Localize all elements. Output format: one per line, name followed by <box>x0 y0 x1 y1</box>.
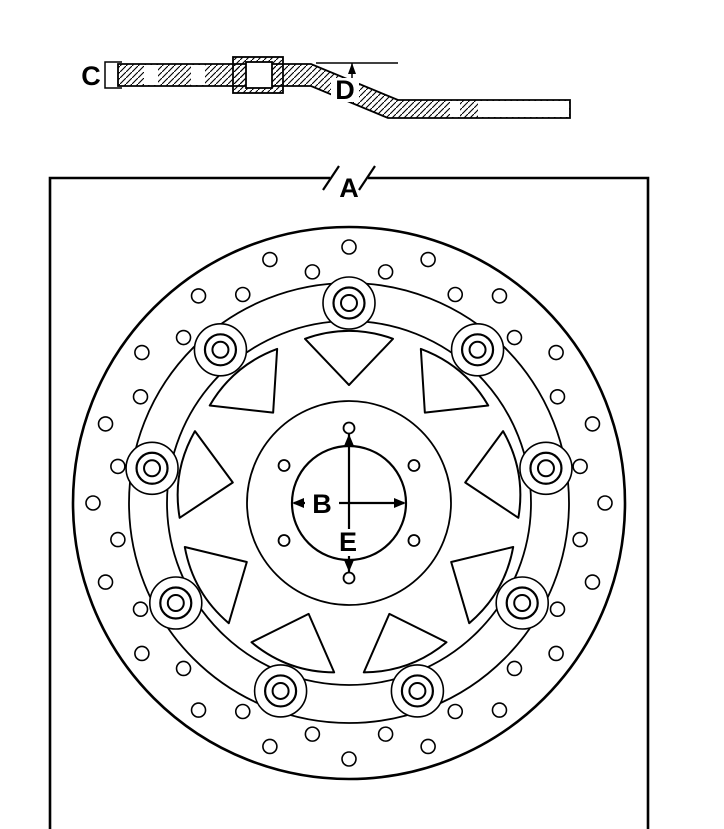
drill-hole <box>420 738 436 755</box>
drill-hole <box>132 388 149 405</box>
bobbin-bore <box>340 294 358 312</box>
hub-bolt-holes <box>277 421 421 585</box>
drill-hole <box>549 388 566 405</box>
spoke-cutout <box>464 430 522 519</box>
bolt-hole <box>407 459 421 472</box>
drill-hole <box>110 531 126 548</box>
drill-hole <box>584 574 601 590</box>
drill-hole <box>548 645 564 662</box>
bolt-hole <box>342 421 356 435</box>
bobbin-bore <box>211 340 230 359</box>
bobbin-bore <box>468 340 487 359</box>
dimension-e-arrowhead-up <box>344 434 354 446</box>
drill-hole <box>190 288 207 304</box>
drill-hole <box>377 726 394 742</box>
drill-hole <box>262 251 278 268</box>
dimension-b-label-bg <box>305 488 339 516</box>
drill-hole <box>572 458 588 475</box>
drill-hole <box>341 239 357 255</box>
dimension-d-label-bg <box>331 78 359 102</box>
dimension-e-arrowhead-down <box>344 560 354 572</box>
drill-hole <box>134 645 150 662</box>
drill-hole <box>85 495 101 511</box>
bolt-hole <box>407 534 421 547</box>
dimension-b-arrowhead-left <box>292 498 304 508</box>
drill-hole <box>190 702 207 718</box>
dimension-label-a: A <box>339 173 359 203</box>
spoke-cutout <box>362 612 448 674</box>
spoke-cutout <box>419 347 490 414</box>
drill-hole <box>572 531 588 548</box>
front-view: A B E <box>48 164 650 829</box>
drill-hole <box>175 329 192 346</box>
dimension-label-e: E <box>339 527 357 557</box>
dimension-b-arrowhead-right <box>394 498 406 508</box>
dimension-label-b: B <box>312 489 332 519</box>
bobbin-bore <box>513 594 532 612</box>
bobbin-bore <box>536 459 555 478</box>
carrier-cutouts <box>176 329 522 674</box>
dimension-e-label-bg <box>333 529 363 556</box>
drill-hole <box>491 288 508 304</box>
floating-bobbins <box>125 276 573 718</box>
drill-hole <box>132 601 149 618</box>
drill-hole <box>175 660 192 677</box>
cross-section-plain-segment <box>478 101 569 117</box>
drill-hole <box>304 726 321 742</box>
spoke-cutout <box>208 347 279 414</box>
cross-section-hole-gap <box>450 101 460 117</box>
drill-hole <box>97 416 114 432</box>
cross-section-view: C D <box>81 56 571 119</box>
bolt-hole <box>277 534 291 547</box>
drill-hole <box>110 458 126 475</box>
drill-hole <box>506 329 523 346</box>
drill-hole <box>447 703 464 720</box>
cross-section-hole-gap <box>191 65 205 85</box>
drill-hole <box>584 416 601 432</box>
bobbin-bore <box>166 594 185 612</box>
dimension-a-tick-right <box>358 165 376 191</box>
drill-hole <box>420 251 436 268</box>
drill-hole <box>262 738 278 755</box>
drill-hole <box>234 286 251 303</box>
floating-bobbin-bore-cross-section <box>245 61 273 89</box>
dimension-a-tick-left <box>322 165 340 191</box>
drill-hole <box>549 601 566 618</box>
drill-hole <box>341 751 357 767</box>
spoke-cutout <box>304 329 394 386</box>
cross-section-hole-gap <box>144 65 158 85</box>
drill-hole <box>304 264 321 280</box>
bobbin-bore <box>408 681 427 700</box>
bobbin-bore <box>271 681 290 700</box>
drill-hole <box>491 702 508 718</box>
drill-hole <box>377 264 394 280</box>
dimension-label-d: D <box>335 75 355 105</box>
drill-hole <box>506 660 523 677</box>
drill-hole <box>134 344 150 361</box>
dimension-d-arrowhead-up <box>348 63 356 74</box>
spoke-cutout <box>176 430 234 519</box>
dimension-label-c: C <box>81 61 101 91</box>
drill-hole <box>97 574 114 590</box>
drill-hole <box>234 703 251 720</box>
spoke-cutout <box>450 545 515 625</box>
drill-hole <box>597 495 613 511</box>
spoke-cutout <box>183 545 248 625</box>
dimension-c-bracket <box>104 61 122 89</box>
drill-hole <box>447 286 464 303</box>
bolt-hole <box>342 571 356 585</box>
bolt-hole <box>277 459 291 472</box>
spoke-cutout <box>250 612 336 674</box>
drill-hole <box>548 344 564 361</box>
bobbin-bore <box>143 459 162 478</box>
drilled-holes <box>85 239 613 767</box>
